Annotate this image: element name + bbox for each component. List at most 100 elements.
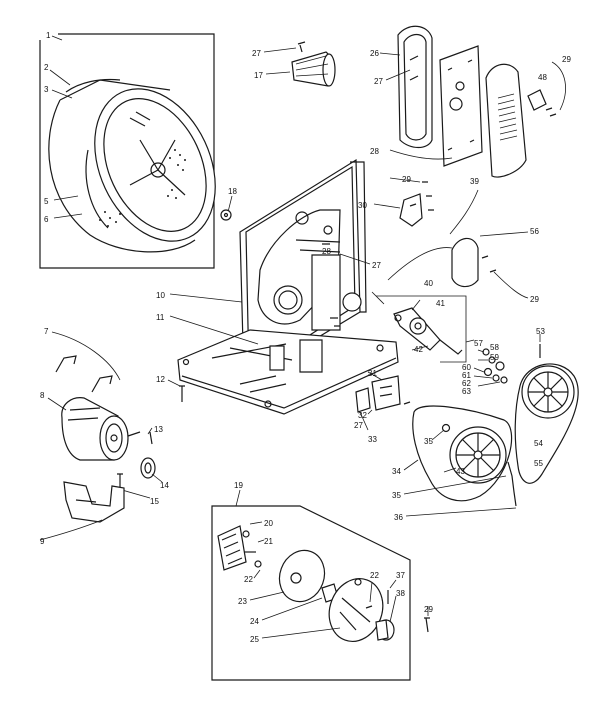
callout: 14 [160,481,169,490]
callout: 26 [370,49,379,58]
callout: 29 [424,605,433,614]
leader-25 [261,627,341,639]
callout: 35 [424,437,433,446]
leader-33 [359,411,369,431]
panel-part-28 [439,45,483,167]
callout: 56 [530,227,539,236]
callout: 31 [368,369,377,378]
filter-part-39 [485,63,527,178]
drum-group-box [39,33,215,269]
leader-22b [369,581,373,603]
leader-40 [371,291,385,305]
leader-7 [51,331,121,381]
callout: 27 [374,77,383,86]
callout: 8 [40,391,45,400]
leader-43 [443,467,457,473]
callout: 42 [414,345,423,354]
callout: 53 [536,327,545,336]
callout: 13 [154,425,163,434]
leader-31 [367,371,383,381]
leader-8 [47,397,67,411]
leader-30 [373,203,401,209]
callout-labels: 1 2 3 5 6 7 8 9 10 11 12 13 14 15 17 18 … [40,31,571,644]
callout: 11 [156,313,165,322]
blower-wheel-20 [217,525,250,571]
leader-22a [253,569,261,579]
drum-baffle [85,149,109,229]
callout: 59 [490,353,499,362]
switch-assembly [355,375,411,413]
leader-29c [493,271,529,299]
motor-mount-9 [63,481,125,523]
callout: 37 [396,571,405,580]
leader-56 [479,231,529,237]
bulb-part [291,51,336,87]
leader-6 [53,213,83,219]
pulley-14 [140,457,156,479]
clip-35 [441,423,451,433]
leader-21 [257,539,265,543]
callout: 39 [470,177,479,186]
pulley-38 [375,619,395,641]
leader-23 [249,591,285,601]
callout: 2 [44,63,49,72]
cabinet-base [177,329,399,415]
leader-34 [403,459,419,471]
leader-2 [49,69,71,86]
leader-29a [551,61,566,111]
screw-12 [179,385,185,402]
callout: 28 [370,147,379,156]
leader-9 [39,519,103,541]
leader-39 [449,189,479,235]
callout: 1 [46,31,51,40]
leader-35b [403,475,507,495]
washer-part [220,209,232,221]
idler-group-box [376,295,467,363]
leader-19 [235,489,241,507]
callout: 25 [250,635,259,644]
callout: 55 [534,459,543,468]
screw-29 [424,617,430,633]
callout: 22 [370,571,379,580]
callout: 6 [44,215,49,224]
leader-12 [167,379,181,387]
callout: 43 [456,467,465,476]
blower-group-box [211,505,411,681]
drum-perforations [99,149,186,227]
screw-27-top [297,41,306,53]
callout: 24 [250,617,259,626]
callout: 23 [238,597,247,606]
leader-17 [265,71,291,75]
callout: 29 [402,175,411,184]
leader-36 [405,507,517,517]
leader-15 [121,489,151,499]
callout: 12 [156,375,165,384]
callout: 29 [530,295,539,304]
hardware-58-63 [482,348,508,384]
screw-15 [117,473,123,488]
leader-27a [263,47,297,53]
cover-part-56 [451,237,497,288]
callout: 35 [392,491,401,500]
callout: 27 [252,49,261,58]
leader-29b [389,177,421,183]
leader-10 [169,293,243,303]
leader-35 [431,429,445,441]
callout: 29 [562,55,571,64]
callout: 61 [462,371,471,380]
cabinet-frame [177,158,399,415]
callout: 27 [372,261,381,270]
leader-41 [411,299,421,311]
callout: 15 [150,497,159,506]
drum-shell-back [48,99,196,253]
cover-plate-25 [328,578,384,642]
leaders-58-63 [473,349,501,387]
callout: 22 [244,575,253,584]
leader-42 [411,345,429,351]
callout: 7 [44,327,49,336]
leader-1 [51,35,63,41]
washer-22b [365,605,373,609]
callout: 27 [354,421,363,430]
